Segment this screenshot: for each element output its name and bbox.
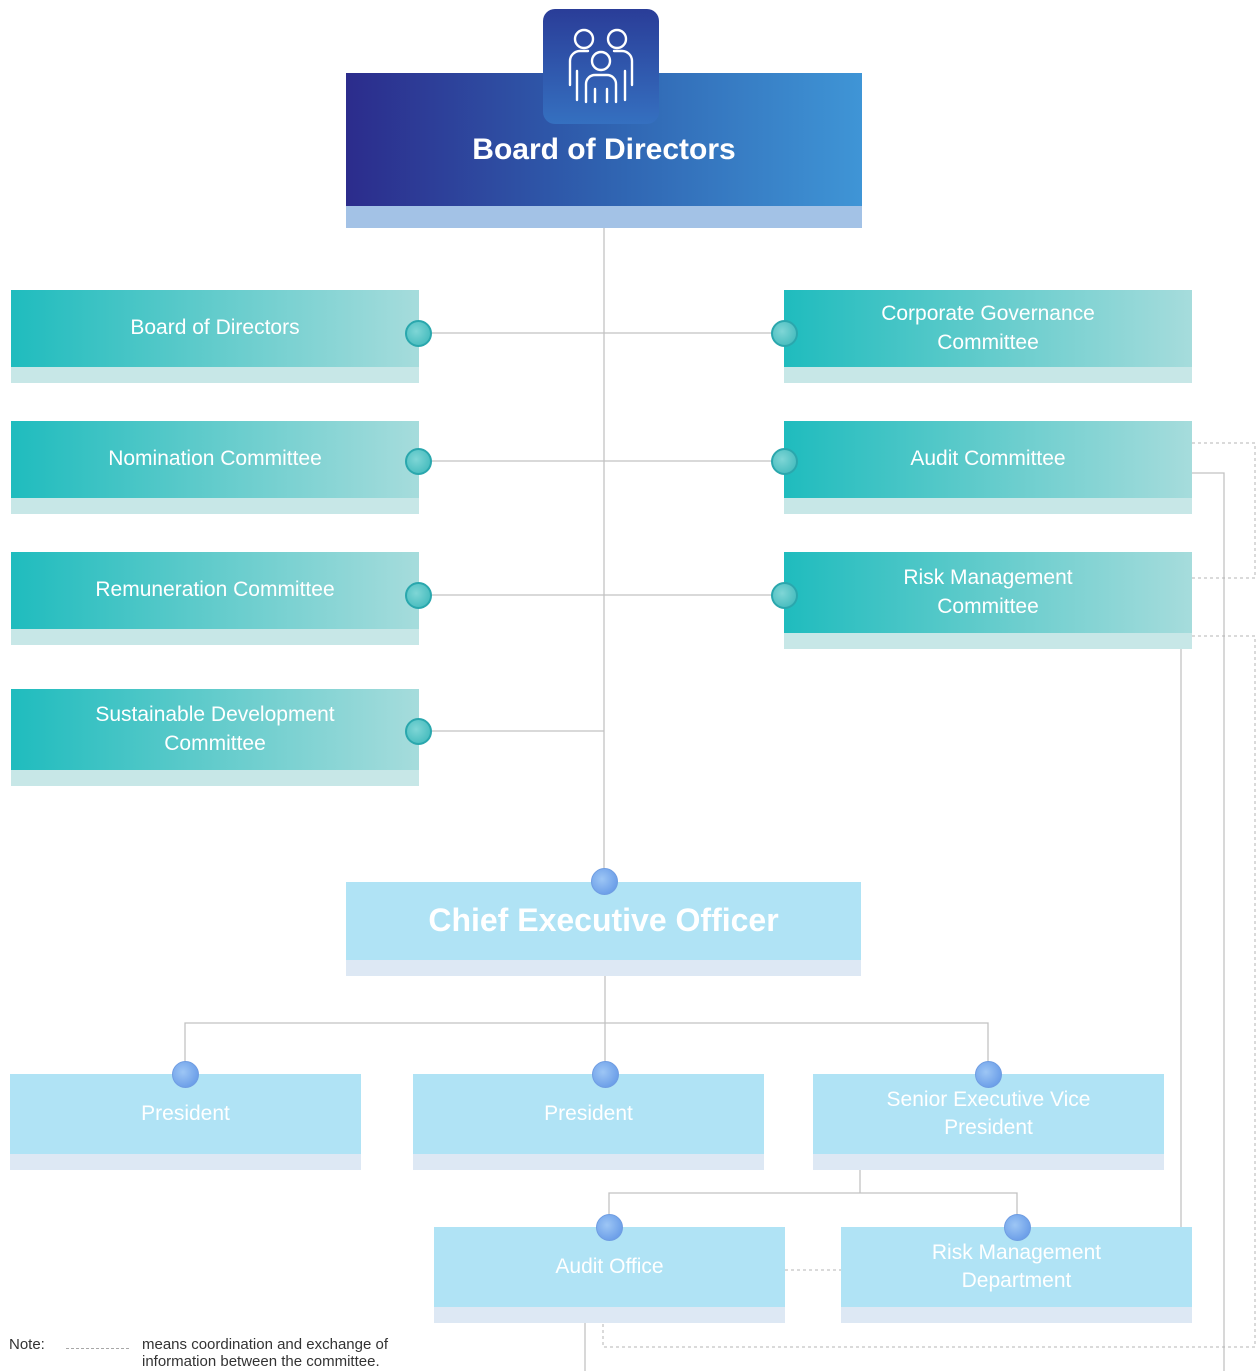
risk-management-department-box: Risk Management Department bbox=[841, 1227, 1192, 1323]
connector-dot bbox=[592, 1061, 619, 1088]
president-label: President bbox=[141, 1101, 230, 1125]
committee-label: Board of Directors bbox=[130, 316, 300, 340]
ceo-label: Chief Executive Officer bbox=[428, 902, 779, 939]
connector-dot bbox=[1004, 1214, 1031, 1241]
connector-dot bbox=[172, 1061, 199, 1088]
connector-dot bbox=[771, 448, 798, 475]
committee-nomination: Nomination Committee bbox=[11, 421, 419, 514]
connector-dot bbox=[405, 718, 432, 745]
president-label: President bbox=[544, 1101, 633, 1125]
committee-label: Audit Committee bbox=[910, 447, 1066, 471]
connector-dot bbox=[596, 1214, 623, 1241]
committee-corporate-governance: Corporate Governance Committee bbox=[784, 290, 1192, 383]
committee-label: Nomination Committee bbox=[108, 447, 322, 471]
audit-office-label: Audit Office bbox=[555, 1254, 664, 1278]
connector-dot bbox=[771, 582, 798, 609]
audit-office-box: Audit Office bbox=[434, 1227, 785, 1323]
senior-executive-vice-president-box: Senior Executive Vice President bbox=[813, 1074, 1164, 1170]
note-text: means coordination and exchange of infor… bbox=[142, 1336, 389, 1370]
connector-dot bbox=[405, 320, 432, 347]
committee-risk-management: Risk Management Committee bbox=[784, 552, 1192, 649]
committee-remuneration: Remuneration Committee bbox=[11, 552, 419, 645]
connector-dot bbox=[405, 582, 432, 609]
dashed-line-legend bbox=[66, 1348, 129, 1349]
connector-dot bbox=[975, 1061, 1002, 1088]
chief-executive-officer-box: Chief Executive Officer bbox=[346, 882, 861, 976]
committee-label: Risk Management Committee bbox=[903, 566, 1073, 618]
committee-audit: Audit Committee bbox=[784, 421, 1192, 514]
connector-dot bbox=[771, 320, 798, 347]
board-title: Board of Directors bbox=[472, 133, 736, 167]
connector-dot bbox=[591, 868, 618, 895]
committee-label: Sustainable Development Committee bbox=[95, 703, 335, 755]
connector-dot bbox=[405, 448, 432, 475]
committee-label: Remuneration Committee bbox=[95, 578, 335, 602]
committee-label: Corporate Governance Committee bbox=[881, 302, 1095, 354]
president-box-1: President bbox=[10, 1074, 361, 1170]
senior-evp-label: Senior Executive Vice President bbox=[886, 1087, 1091, 1139]
president-box-2: President bbox=[413, 1074, 764, 1170]
note-label: Note: bbox=[9, 1336, 45, 1353]
committee-sustainable-development: Sustainable Development Committee bbox=[11, 689, 419, 786]
people-group-icon bbox=[543, 9, 659, 124]
committee-board-of-directors: Board of Directors bbox=[11, 290, 419, 383]
risk-dept-label: Risk Management Department bbox=[931, 1240, 1102, 1292]
